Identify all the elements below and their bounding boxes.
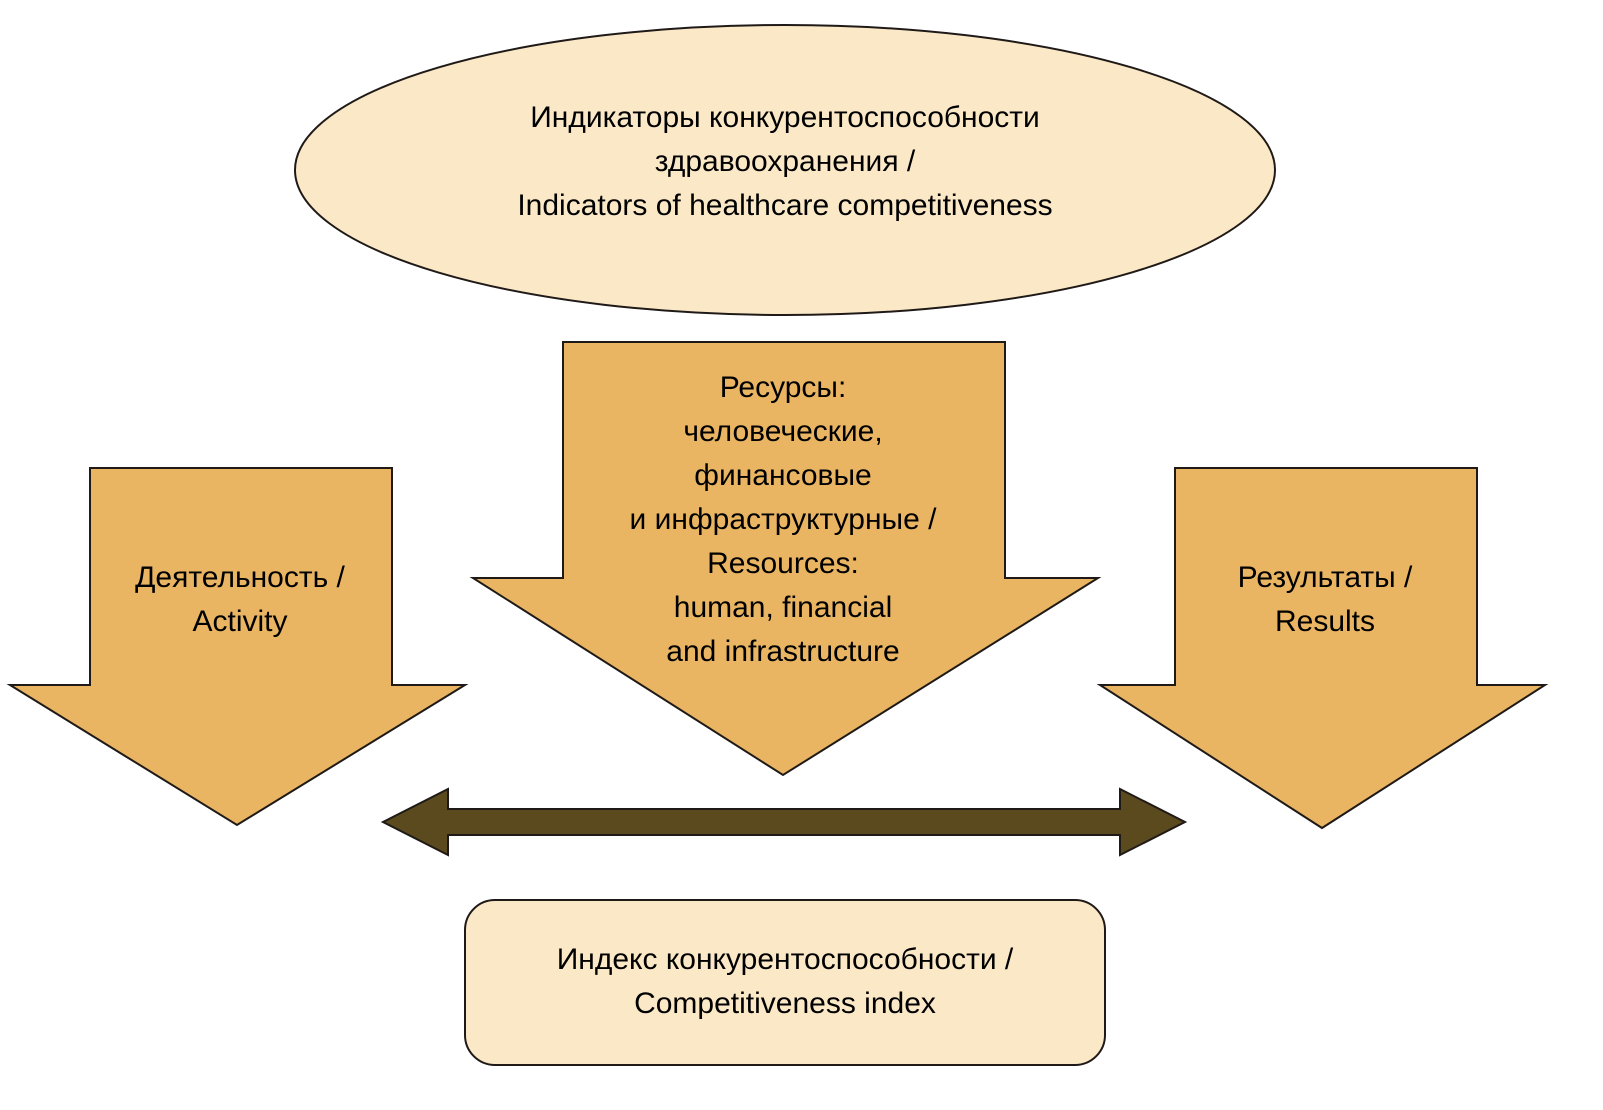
resources-arrow-shape <box>469 341 1102 777</box>
activity-arrow-shape <box>6 467 469 827</box>
healthcare-indicators-label: Индикаторы конкурентоспособности здравоо… <box>517 101 1053 222</box>
resources-arrow-label: Ресурсы: человеческие, финансовые и инфр… <box>629 371 937 668</box>
competitiveness-index-box-shape <box>464 899 1106 1066</box>
competitiveness-index-label: Индекс конкурентоспособности / Competiti… <box>556 943 1014 1020</box>
results-arrow-shape <box>1096 467 1549 830</box>
activity-arrow-label: Деятельность / Activity <box>135 561 345 638</box>
bidirectional-arrow-shape <box>380 787 1188 857</box>
healthcare-indicators-ellipse-shape <box>294 24 1276 316</box>
results-arrow-label: Результаты / Results <box>1237 561 1413 638</box>
